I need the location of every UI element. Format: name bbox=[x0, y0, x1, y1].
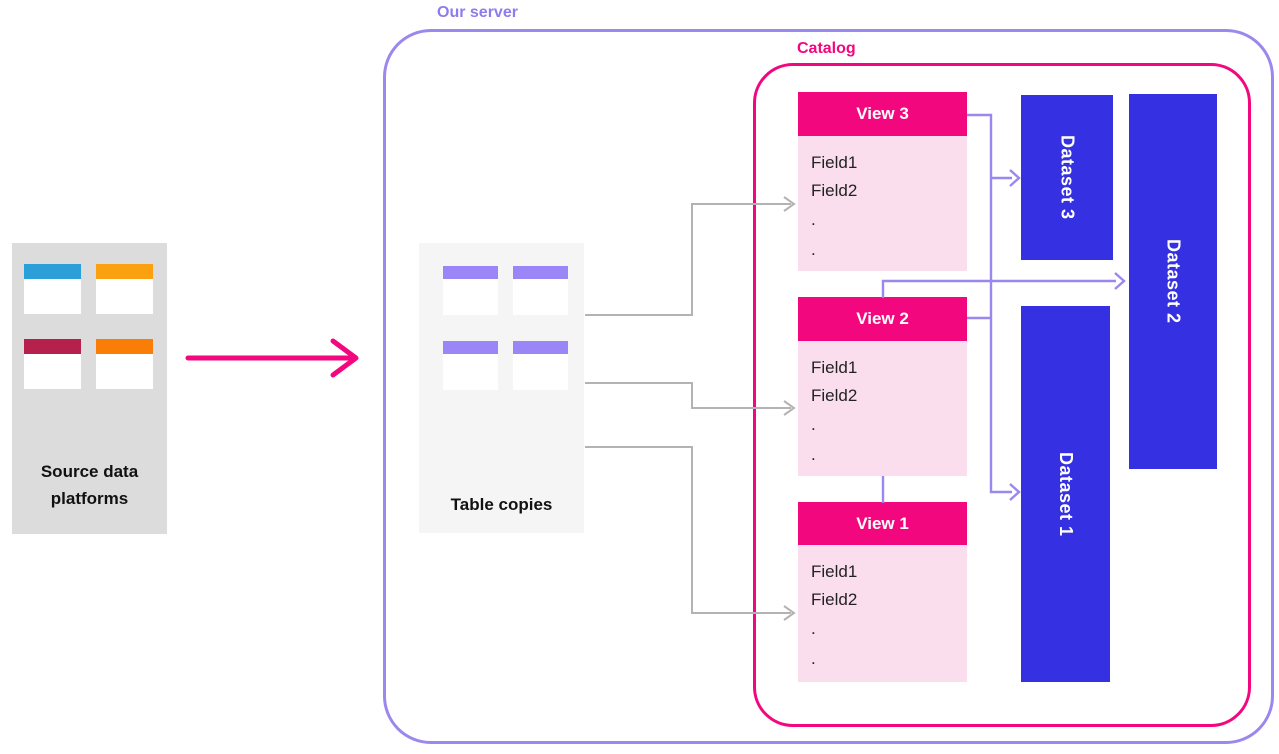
copy-table-icon bbox=[513, 266, 568, 315]
table-copies-label: Table copies bbox=[450, 495, 553, 514]
field-label: Field2 bbox=[811, 181, 858, 200]
view-1-card: View 1 Field1 Field2 . . bbox=[798, 502, 967, 682]
view-1-title: View 1 bbox=[798, 502, 967, 545]
table-header-bar bbox=[96, 339, 153, 354]
source-platforms-box: Source data platforms bbox=[12, 243, 167, 534]
field-label: Field1 bbox=[811, 562, 858, 581]
source-to-server-arrowhead bbox=[330, 338, 359, 378]
server-box-label: Our server bbox=[437, 4, 518, 21]
source-table-icon bbox=[96, 339, 153, 389]
view-3-card: View 3 Field1 Field2 . . bbox=[798, 92, 967, 271]
table-header-bar bbox=[443, 341, 498, 354]
table-header-bar bbox=[443, 266, 498, 279]
field-ellipsis: . bbox=[811, 445, 816, 464]
dataset-1-box: Dataset 1 bbox=[1021, 306, 1110, 682]
dataset-2-box: Dataset 2 bbox=[1129, 94, 1217, 469]
view-2-card: View 2 Field1 Field2 . . bbox=[798, 297, 967, 476]
dataset-3-title: Dataset 3 bbox=[1057, 135, 1078, 220]
dataset-2-title: Dataset 2 bbox=[1163, 239, 1184, 324]
dataset-1-title: Dataset 1 bbox=[1056, 451, 1076, 537]
table-header-bar bbox=[24, 264, 81, 279]
field-ellipsis: . bbox=[811, 619, 816, 638]
field-label: Field2 bbox=[811, 590, 858, 609]
table-header-bar bbox=[513, 266, 568, 279]
source-platforms-label: Source data platforms bbox=[40, 462, 139, 508]
table-header-bar bbox=[96, 264, 153, 279]
field-ellipsis: . bbox=[811, 649, 816, 668]
copy-table-icon bbox=[513, 341, 568, 390]
catalog-box-label: Catalog bbox=[797, 40, 856, 57]
copy-table-icon bbox=[443, 341, 498, 390]
source-table-icon bbox=[24, 339, 81, 389]
table-copies-box: Table copies bbox=[419, 243, 584, 533]
field-label: Field1 bbox=[811, 153, 858, 172]
dataset-3-box: Dataset 3 bbox=[1021, 95, 1113, 260]
copy-table-icon bbox=[443, 266, 498, 315]
view-3-title: View 3 bbox=[798, 92, 967, 136]
view-1-fields: Field1 Field2 . . bbox=[798, 545, 967, 682]
view-3-fields: Field1 Field2 . . bbox=[798, 136, 967, 271]
field-ellipsis: . bbox=[811, 210, 816, 229]
server-box bbox=[383, 29, 1274, 744]
field-label: Field1 bbox=[811, 358, 858, 377]
field-ellipsis: . bbox=[811, 415, 816, 434]
source-table-icon bbox=[24, 264, 81, 314]
field-ellipsis: . bbox=[811, 240, 816, 259]
table-header-bar bbox=[513, 341, 568, 354]
source-table-icon bbox=[96, 264, 153, 314]
field-label: Field2 bbox=[811, 386, 858, 405]
view-2-title: View 2 bbox=[798, 297, 967, 341]
table-header-bar bbox=[24, 339, 81, 354]
view-2-fields: Field1 Field2 . . bbox=[798, 341, 967, 476]
